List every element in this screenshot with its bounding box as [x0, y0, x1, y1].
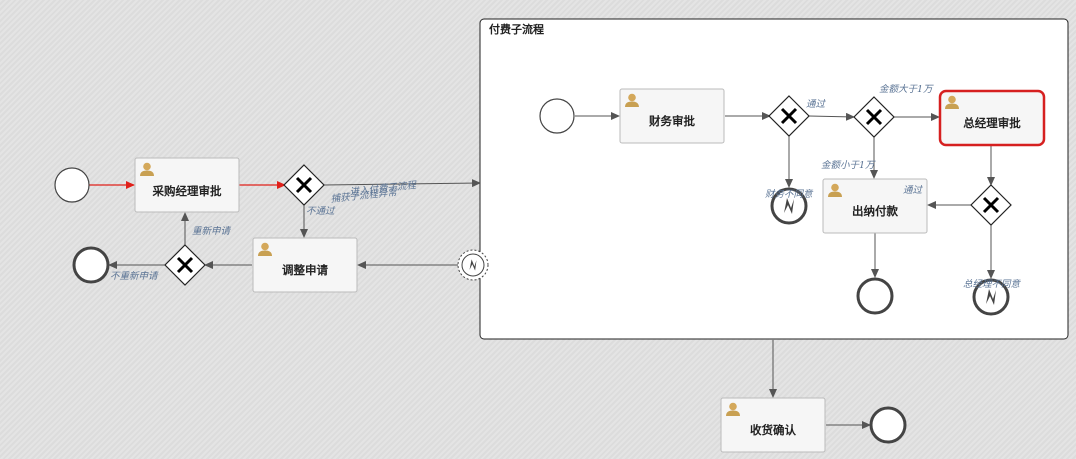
task-label: 收货确认	[750, 423, 796, 437]
gateway-amount-decision[interactable]	[853, 96, 895, 138]
gateway-purchase-decision[interactable]	[283, 164, 325, 206]
flow-label-amount-lt: 金额小于1万	[821, 159, 876, 171]
sub-start-event[interactable]	[539, 98, 575, 134]
flow-label-reapply: 重新申请	[192, 225, 232, 237]
task-label: 采购经理审批	[152, 184, 222, 198]
gm-reject-error-end[interactable]	[972, 278, 1010, 316]
task-gm-approval[interactable]: 总经理审批	[938, 89, 1046, 147]
flow-gateway-to-subprocess[interactable]	[323, 179, 481, 188]
gateway-finance-decision[interactable]	[768, 95, 810, 137]
task-label: 调整申请	[282, 263, 328, 277]
task-purchase-manager-approval[interactable]: 采购经理审批	[134, 157, 240, 213]
finance-reject-error-end[interactable]	[770, 187, 808, 225]
end-event-rejected[interactable]	[72, 246, 110, 284]
task-adjust-request[interactable]: 调整申请	[252, 237, 358, 293]
flow-label-amount-gt: 金额大于1万	[879, 83, 934, 95]
task-label: 出纳付款	[852, 204, 898, 218]
task-cashier-payment[interactable]: 出纳付款	[822, 178, 928, 234]
flow-label-pass-1: 通过	[806, 99, 827, 110]
flow-label-not-pass: 不通过	[306, 206, 336, 217]
task-label: 总经理审批	[963, 116, 1021, 130]
task-finance-approval[interactable]: 财务审批	[619, 88, 725, 144]
gateway-reapply-decision[interactable]	[164, 244, 206, 286]
task-label: 财务审批	[648, 114, 695, 128]
end-event-main[interactable]	[869, 406, 907, 444]
flow-label-pass-2: 通过	[903, 185, 924, 196]
subprocess-title: 付费子流程	[489, 22, 544, 36]
gateway-gm-decision[interactable]	[970, 184, 1012, 226]
task-receipt-confirmation[interactable]: 收货确认	[720, 397, 826, 453]
flow-label-no-reapply: 不重新申请	[110, 270, 159, 282]
start-event[interactable]	[54, 167, 90, 203]
flow-label-gm-reject: 总经理不同意	[963, 278, 1022, 290]
boundary-error-event[interactable]	[457, 249, 489, 281]
flow-label-catch-error: 捕获子流程异常	[330, 187, 399, 205]
flow-label-finance-reject: 财务不同意	[765, 188, 814, 200]
sub-end-event[interactable]	[856, 277, 894, 315]
flow-gateway1-to-gateway2[interactable]	[808, 112, 855, 121]
